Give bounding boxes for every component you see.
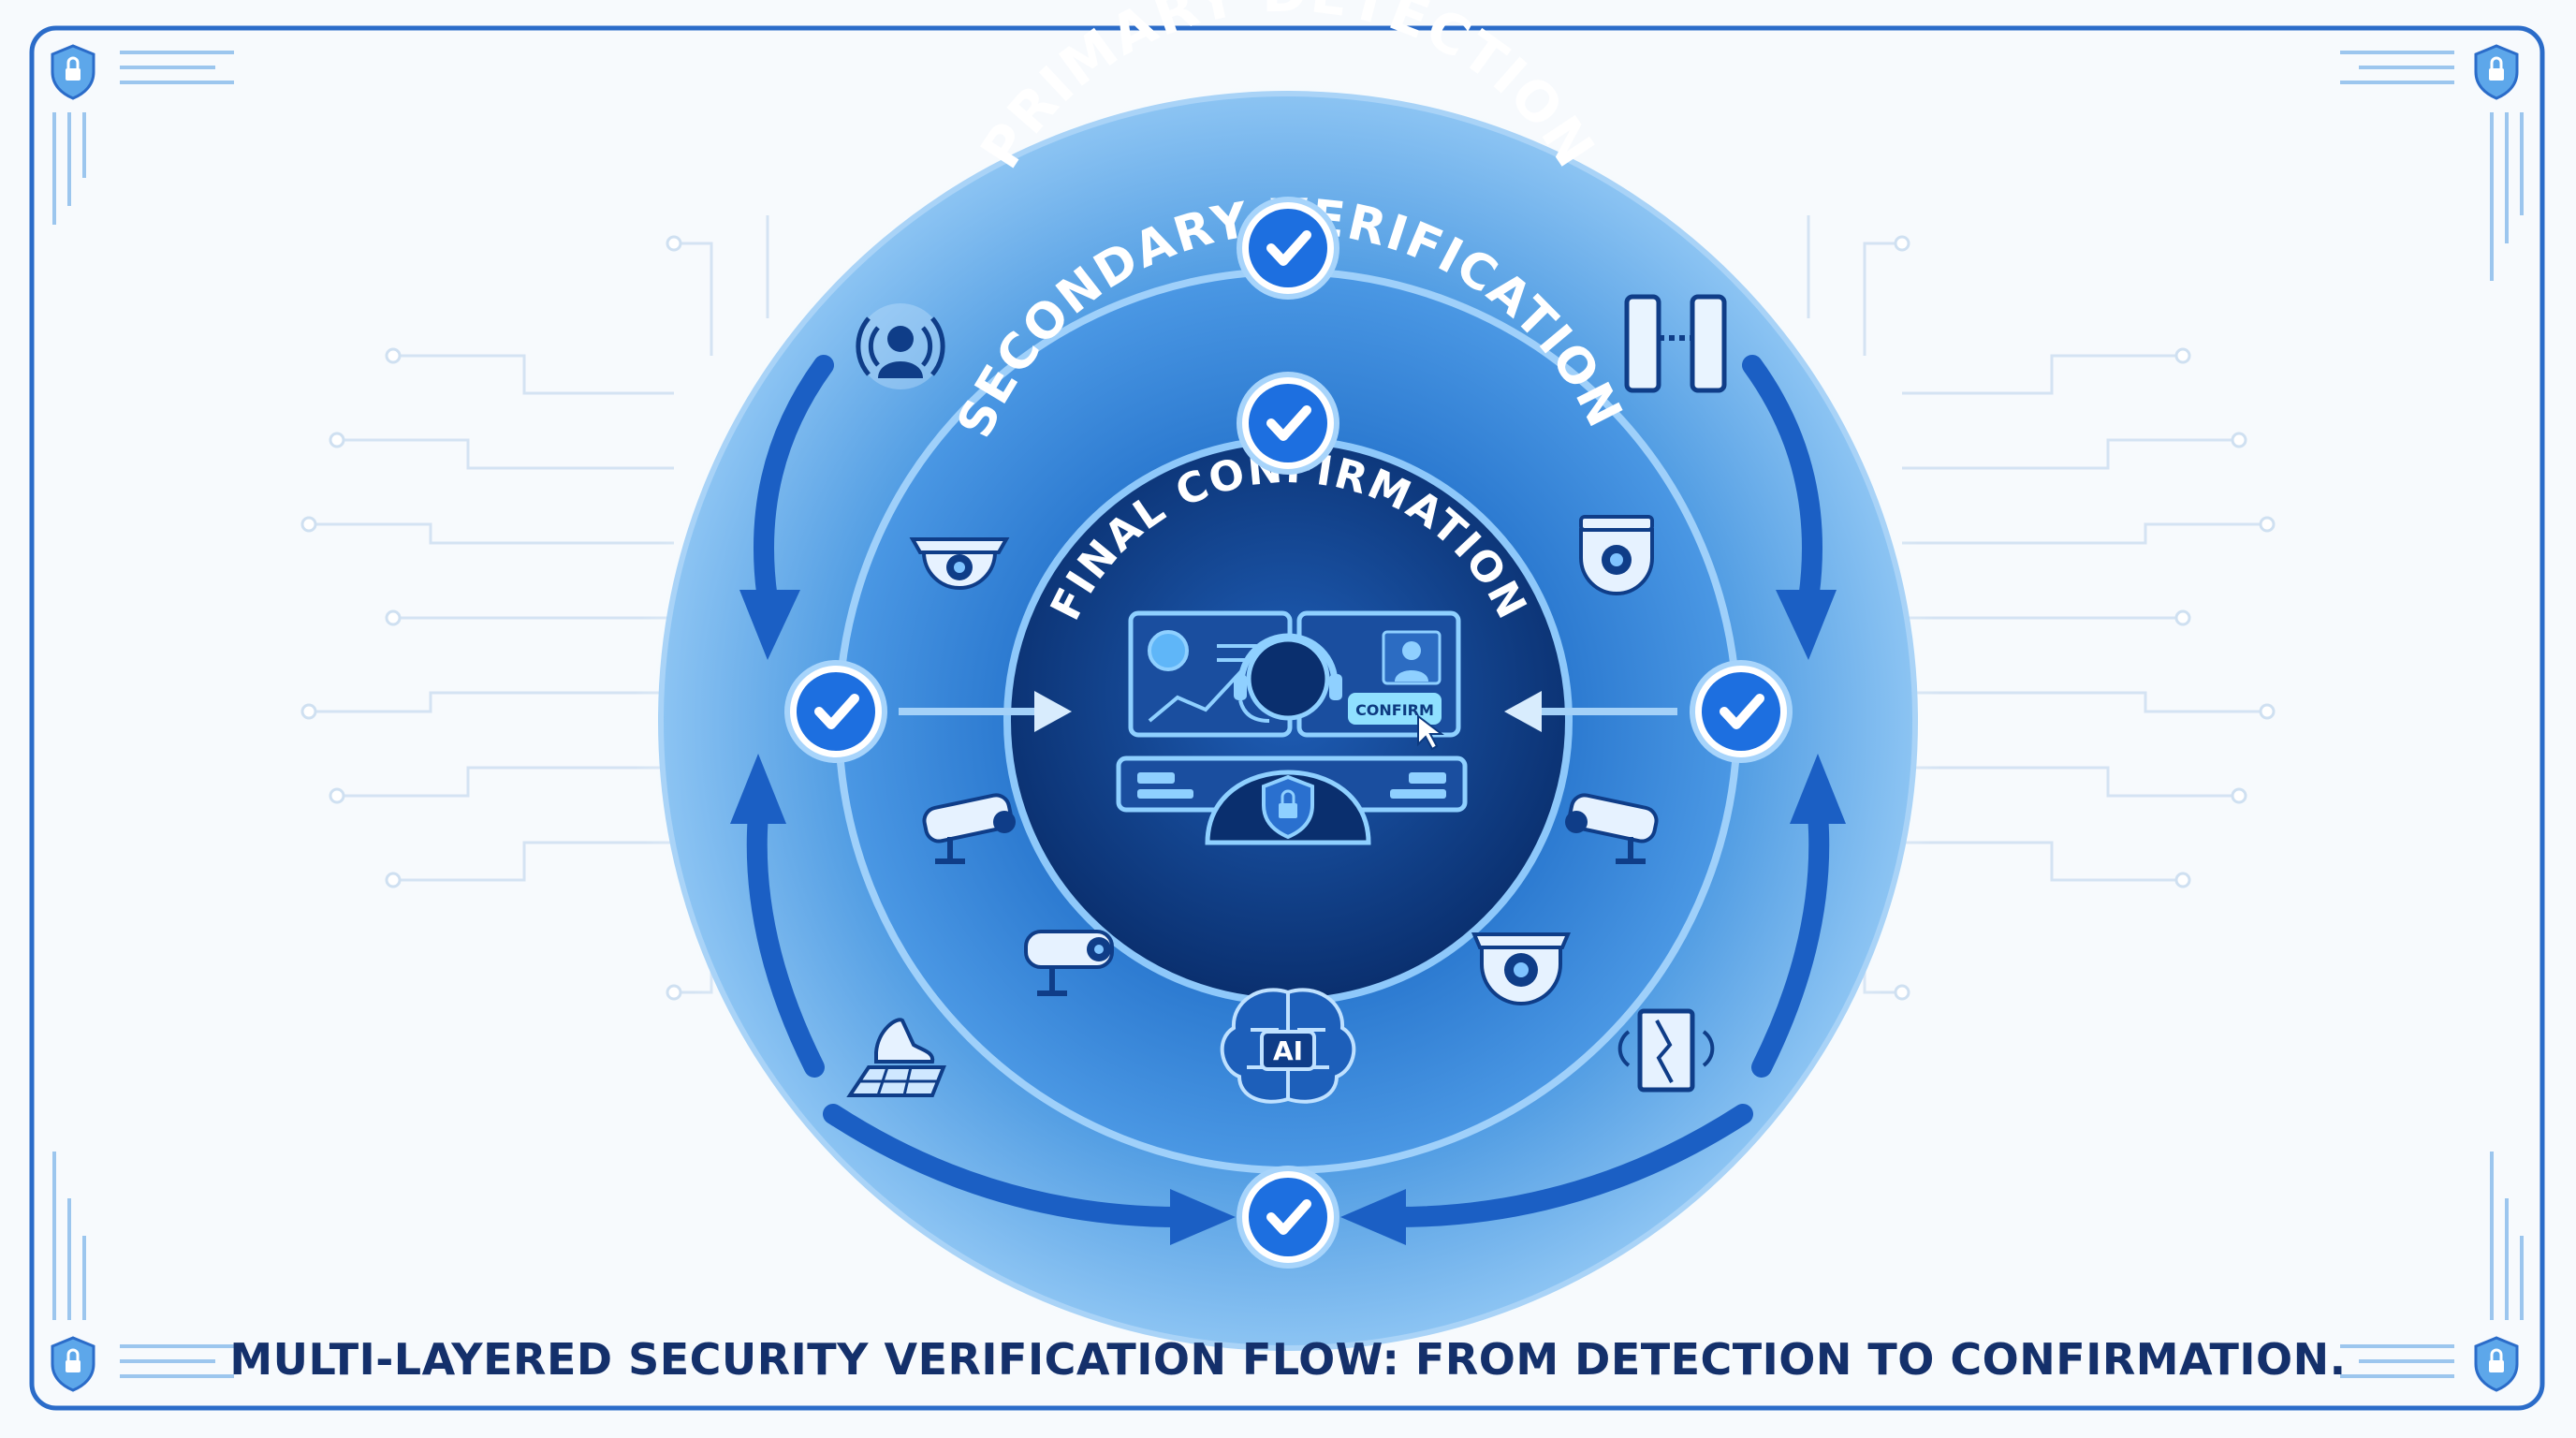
circuit-background (309, 215, 2267, 1030)
shield-lock-icon (51, 1336, 95, 1392)
shield-lock-icon (2474, 44, 2519, 100)
circuit-nodes (300, 235, 2276, 1001)
outer-frame (29, 25, 2545, 1411)
dome-camera-icon (909, 537, 1010, 590)
arrow-heads (730, 590, 1846, 1245)
flow-arrow-right-down (1742, 355, 1822, 609)
dome-camera-icon (1579, 515, 1654, 595)
ai-brain-icon: AI (1220, 988, 1356, 1104)
check-badge-left (784, 660, 887, 763)
corner-decoration-tl (51, 44, 234, 225)
flow-arrow-left-up (746, 804, 825, 1078)
check-badge-bottom (1237, 1166, 1339, 1269)
operator-head (1246, 637, 1330, 721)
flow-arrow-left-down (754, 355, 834, 609)
operator-workstation-icon: CONFIRM (1116, 610, 1468, 845)
corner-decoration-br (2340, 1152, 2524, 1392)
cursor-icon (1417, 713, 1444, 751)
flow-arrow-bottom-right (1386, 1104, 1753, 1227)
corner-decoration-tr (2340, 44, 2524, 281)
glass-break-sensor-icon (1617, 1008, 1715, 1093)
door-contact-sensor-icon (1624, 294, 1727, 393)
corner-decoration-bl (51, 1152, 234, 1392)
flow-arrow-right-up (1751, 804, 1830, 1078)
confirm-button: CONFIRM (1348, 693, 1442, 725)
bullet-camera-icon (1024, 930, 1114, 996)
check-badge-primary-top (1237, 197, 1339, 300)
check-badge-secondary-top (1237, 372, 1339, 475)
check-badges (784, 197, 1793, 1269)
inward-arrow-right (1504, 691, 1677, 732)
bullet-camera-icon (922, 793, 1016, 864)
flow-arrow-bottom-left (823, 1104, 1190, 1227)
bullet-camera-icon (1565, 793, 1659, 864)
ai-label: AI (1273, 1035, 1303, 1066)
pressure-floor-sensor-icon (846, 1018, 946, 1097)
shield-lock-icon (51, 44, 95, 100)
shield-lock-icon (2474, 1336, 2519, 1392)
confirm-button-label: CONFIRM (1355, 701, 1434, 719)
diagram-caption: MULTI-LAYERED SECURITY VERIFICATION FLOW… (229, 1334, 2347, 1385)
inward-arrows (899, 691, 1677, 732)
flow-arrows-outer (746, 355, 1830, 1227)
inward-arrow-left (899, 691, 1072, 732)
shield-lock-icon (1262, 774, 1314, 840)
dome-camera-icon (1471, 932, 1572, 1005)
check-badge-right (1690, 660, 1793, 763)
motion-sensor-icon (856, 303, 945, 389)
